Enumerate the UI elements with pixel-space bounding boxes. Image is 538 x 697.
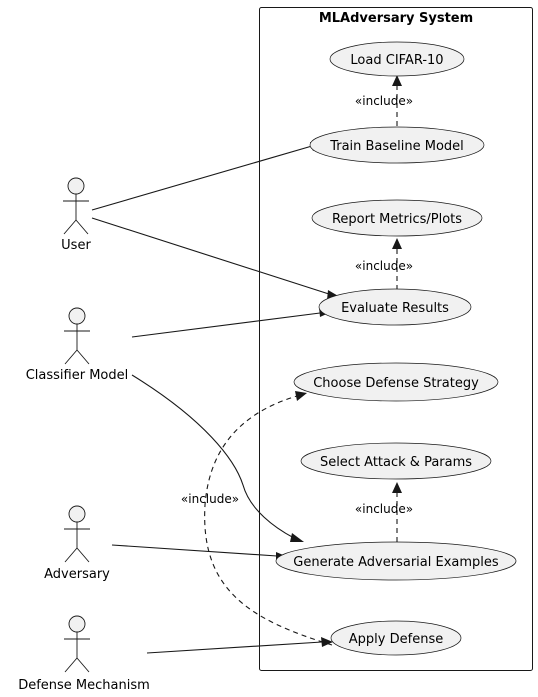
use-case-label: Apply Defense bbox=[349, 632, 443, 647]
include-arrowhead-choose bbox=[295, 391, 307, 401]
use-case-shape bbox=[330, 620, 462, 656]
include-relations bbox=[204, 75, 402, 646]
use-case-label: Train Baseline Model bbox=[329, 139, 464, 154]
actor-label: Defense Mechanism bbox=[18, 678, 150, 693]
assoc-classifier-evaluate bbox=[131, 312, 321, 338]
include-arrowhead-report bbox=[392, 238, 402, 249]
assoc-user-evaluate bbox=[91, 217, 333, 296]
associations bbox=[91, 145, 333, 654]
include-label-evaluate: «include» bbox=[355, 259, 413, 273]
use-case-label: Select Attack & Params bbox=[320, 455, 472, 470]
use-case-shape bbox=[311, 199, 483, 237]
use-case-shape bbox=[300, 442, 492, 480]
use-case-shape bbox=[309, 126, 485, 164]
arrowhead-generate-classifier bbox=[290, 533, 304, 542]
use-case-shape bbox=[329, 41, 465, 77]
actor-label: Classifier Model bbox=[26, 368, 129, 383]
assoc-defense-apply bbox=[146, 641, 323, 654]
arrowhead-apply bbox=[321, 637, 333, 647]
use-case-apply-defense: Apply Defense bbox=[330, 620, 462, 656]
include-apply-choose bbox=[204, 395, 333, 646]
include-label-apply: «include» bbox=[181, 492, 239, 506]
include-arrowhead-load bbox=[392, 75, 402, 86]
use-case-shape bbox=[275, 541, 517, 581]
stick-figure-icon bbox=[64, 615, 90, 673]
use-case-label: Generate Adversarial Examples bbox=[293, 555, 499, 570]
stick-figure-icon bbox=[64, 505, 90, 563]
use-case-shape bbox=[318, 288, 472, 326]
use-case-select-attack: Select Attack & Params bbox=[300, 442, 492, 480]
actor-user: User bbox=[61, 177, 91, 253]
use-case-load-cifar: Load CIFAR-10 bbox=[329, 41, 465, 77]
include-arrowhead-select bbox=[392, 482, 402, 493]
actor-label: User bbox=[61, 238, 91, 253]
use-case-train-baseline: Train Baseline Model bbox=[309, 126, 485, 164]
use-case-report-metrics: Report Metrics/Plots bbox=[311, 199, 483, 237]
assoc-user-train bbox=[91, 145, 313, 211]
actor-defense-mechanism: Defense Mechanism bbox=[18, 615, 150, 693]
use-case-generate-adversarial: Generate Adversarial Examples bbox=[275, 541, 517, 581]
use-case-label: Report Metrics/Plots bbox=[332, 212, 462, 227]
actor-label: Adversary bbox=[44, 567, 110, 582]
actor-classifier-model: Classifier Model bbox=[26, 307, 129, 383]
stick-figure-icon bbox=[63, 177, 89, 235]
include-label-generate: «include» bbox=[355, 502, 413, 516]
system-boundary bbox=[259, 7, 533, 671]
use-case-choose-defense: Choose Defense Strategy bbox=[293, 362, 499, 402]
use-case-label: Evaluate Results bbox=[341, 301, 449, 316]
assoc-adversary-generate bbox=[111, 544, 278, 557]
use-case-label: Load CIFAR-10 bbox=[350, 53, 443, 68]
system-title: MLAdversary System bbox=[319, 11, 473, 26]
stick-figure-icon bbox=[64, 307, 90, 365]
use-case-label: Choose Defense Strategy bbox=[313, 376, 479, 391]
assoc-classifier-generate bbox=[131, 374, 295, 539]
include-label-train: «include» bbox=[355, 94, 413, 108]
actor-adversary: Adversary bbox=[44, 505, 110, 582]
use-case-shape bbox=[293, 362, 499, 402]
use-case-evaluate-results: Evaluate Results bbox=[318, 288, 472, 326]
